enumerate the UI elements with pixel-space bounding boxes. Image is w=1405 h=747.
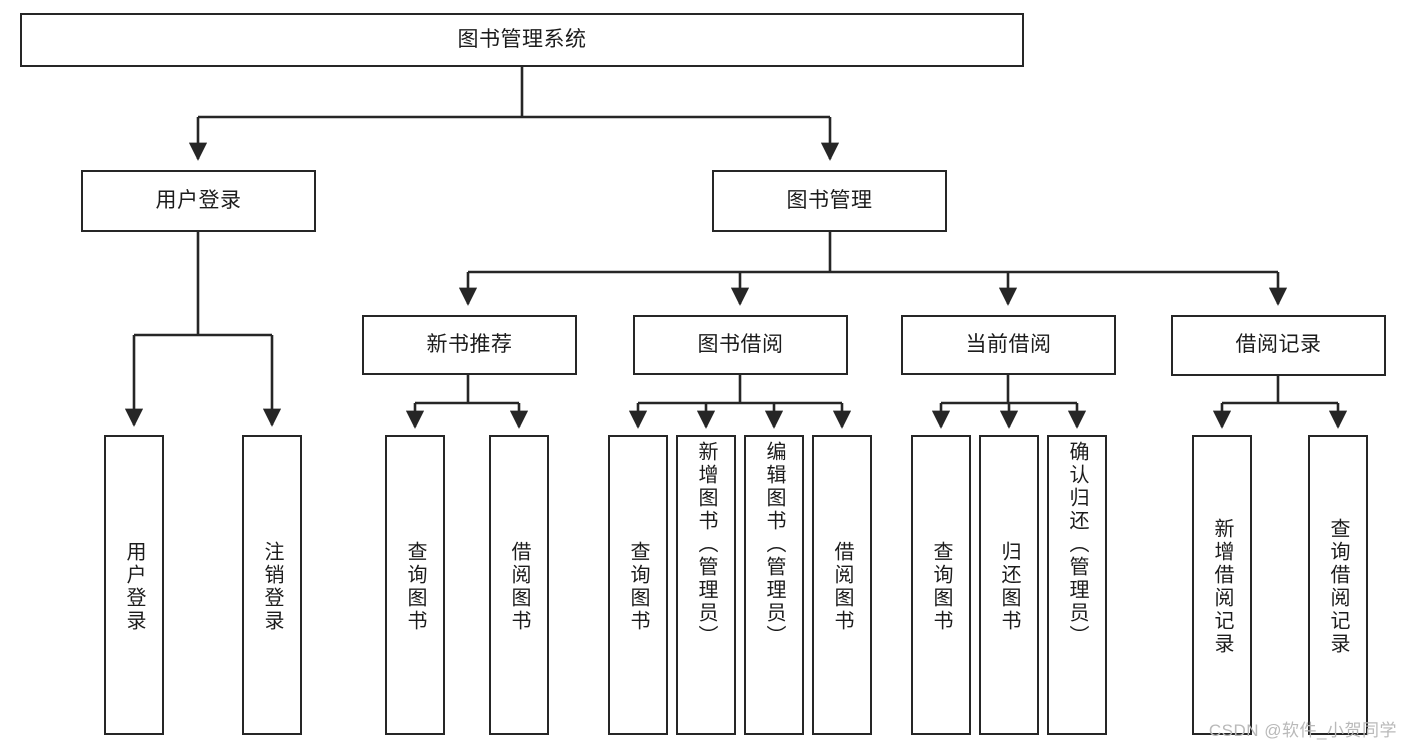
node-label: 借阅记录: [1235, 333, 1322, 357]
node-label: 新增借阅记录: [1211, 518, 1233, 656]
leaf-book-borrow-query-book[interactable]: 查询图书: [608, 435, 668, 735]
leaf-new-book-query-book[interactable]: 查询图书: [385, 435, 445, 735]
node-label: 确认归还（管理员）: [1066, 441, 1088, 648]
node-label: 借阅图书: [508, 541, 530, 633]
node-label: 借阅图书: [831, 541, 853, 633]
leaf-user-login-signout[interactable]: 注销登录: [242, 435, 302, 735]
node-label: 归还图书: [998, 541, 1020, 633]
node-label: 当前借阅: [965, 332, 1052, 356]
csdn-watermark: CSDN @软件_小贺同学: [1208, 721, 1397, 740]
node-user-login[interactable]: 用户登录: [81, 170, 316, 232]
node-label: 查询图书: [404, 541, 426, 633]
node-new-book-recommend[interactable]: 新书推荐: [362, 315, 577, 375]
node-book-management[interactable]: 图书管理: [712, 170, 947, 232]
node-current-borrow[interactable]: 当前借阅: [901, 315, 1116, 375]
node-label: 用户登录: [155, 188, 242, 212]
node-label: 查询图书: [930, 541, 952, 633]
leaf-book-borrow-borrow-book[interactable]: 借阅图书: [812, 435, 872, 735]
leaf-new-book-borrow-book[interactable]: 借阅图书: [489, 435, 549, 735]
leaf-current-borrow-return-book[interactable]: 归还图书: [979, 435, 1039, 735]
node-book-borrow[interactable]: 图书借阅: [633, 315, 848, 375]
leaf-current-borrow-confirm-return-admin[interactable]: 确认归还（管理员）: [1047, 435, 1107, 735]
node-label: 图书管理: [786, 188, 873, 212]
node-borrow-record[interactable]: 借阅记录: [1171, 315, 1386, 376]
leaf-current-borrow-query-book[interactable]: 查询图书: [911, 435, 971, 735]
node-label: 编辑图书（管理员）: [763, 441, 785, 648]
node-label: 新增图书（管理员）: [695, 441, 717, 648]
node-label: 新书推荐: [426, 332, 513, 356]
node-label: 图书借阅: [697, 332, 784, 356]
node-label: 查询图书: [627, 541, 649, 633]
leaf-borrow-record-query-record[interactable]: 查询借阅记录: [1308, 435, 1368, 735]
leaf-book-borrow-add-book-admin[interactable]: 新增图书（管理员）: [676, 435, 736, 735]
leaf-book-borrow-edit-book-admin[interactable]: 编辑图书（管理员）: [744, 435, 804, 735]
leaf-borrow-record-add-record[interactable]: 新增借阅记录: [1192, 435, 1252, 735]
node-root-book-management-system[interactable]: 图书管理系统: [20, 13, 1024, 67]
node-label: 注销登录: [261, 541, 283, 633]
node-label: 图书管理系统: [457, 27, 587, 51]
node-label: 查询借阅记录: [1327, 518, 1349, 656]
node-label: 用户登录: [123, 541, 145, 633]
leaf-user-login-signin[interactable]: 用户登录: [104, 435, 164, 735]
